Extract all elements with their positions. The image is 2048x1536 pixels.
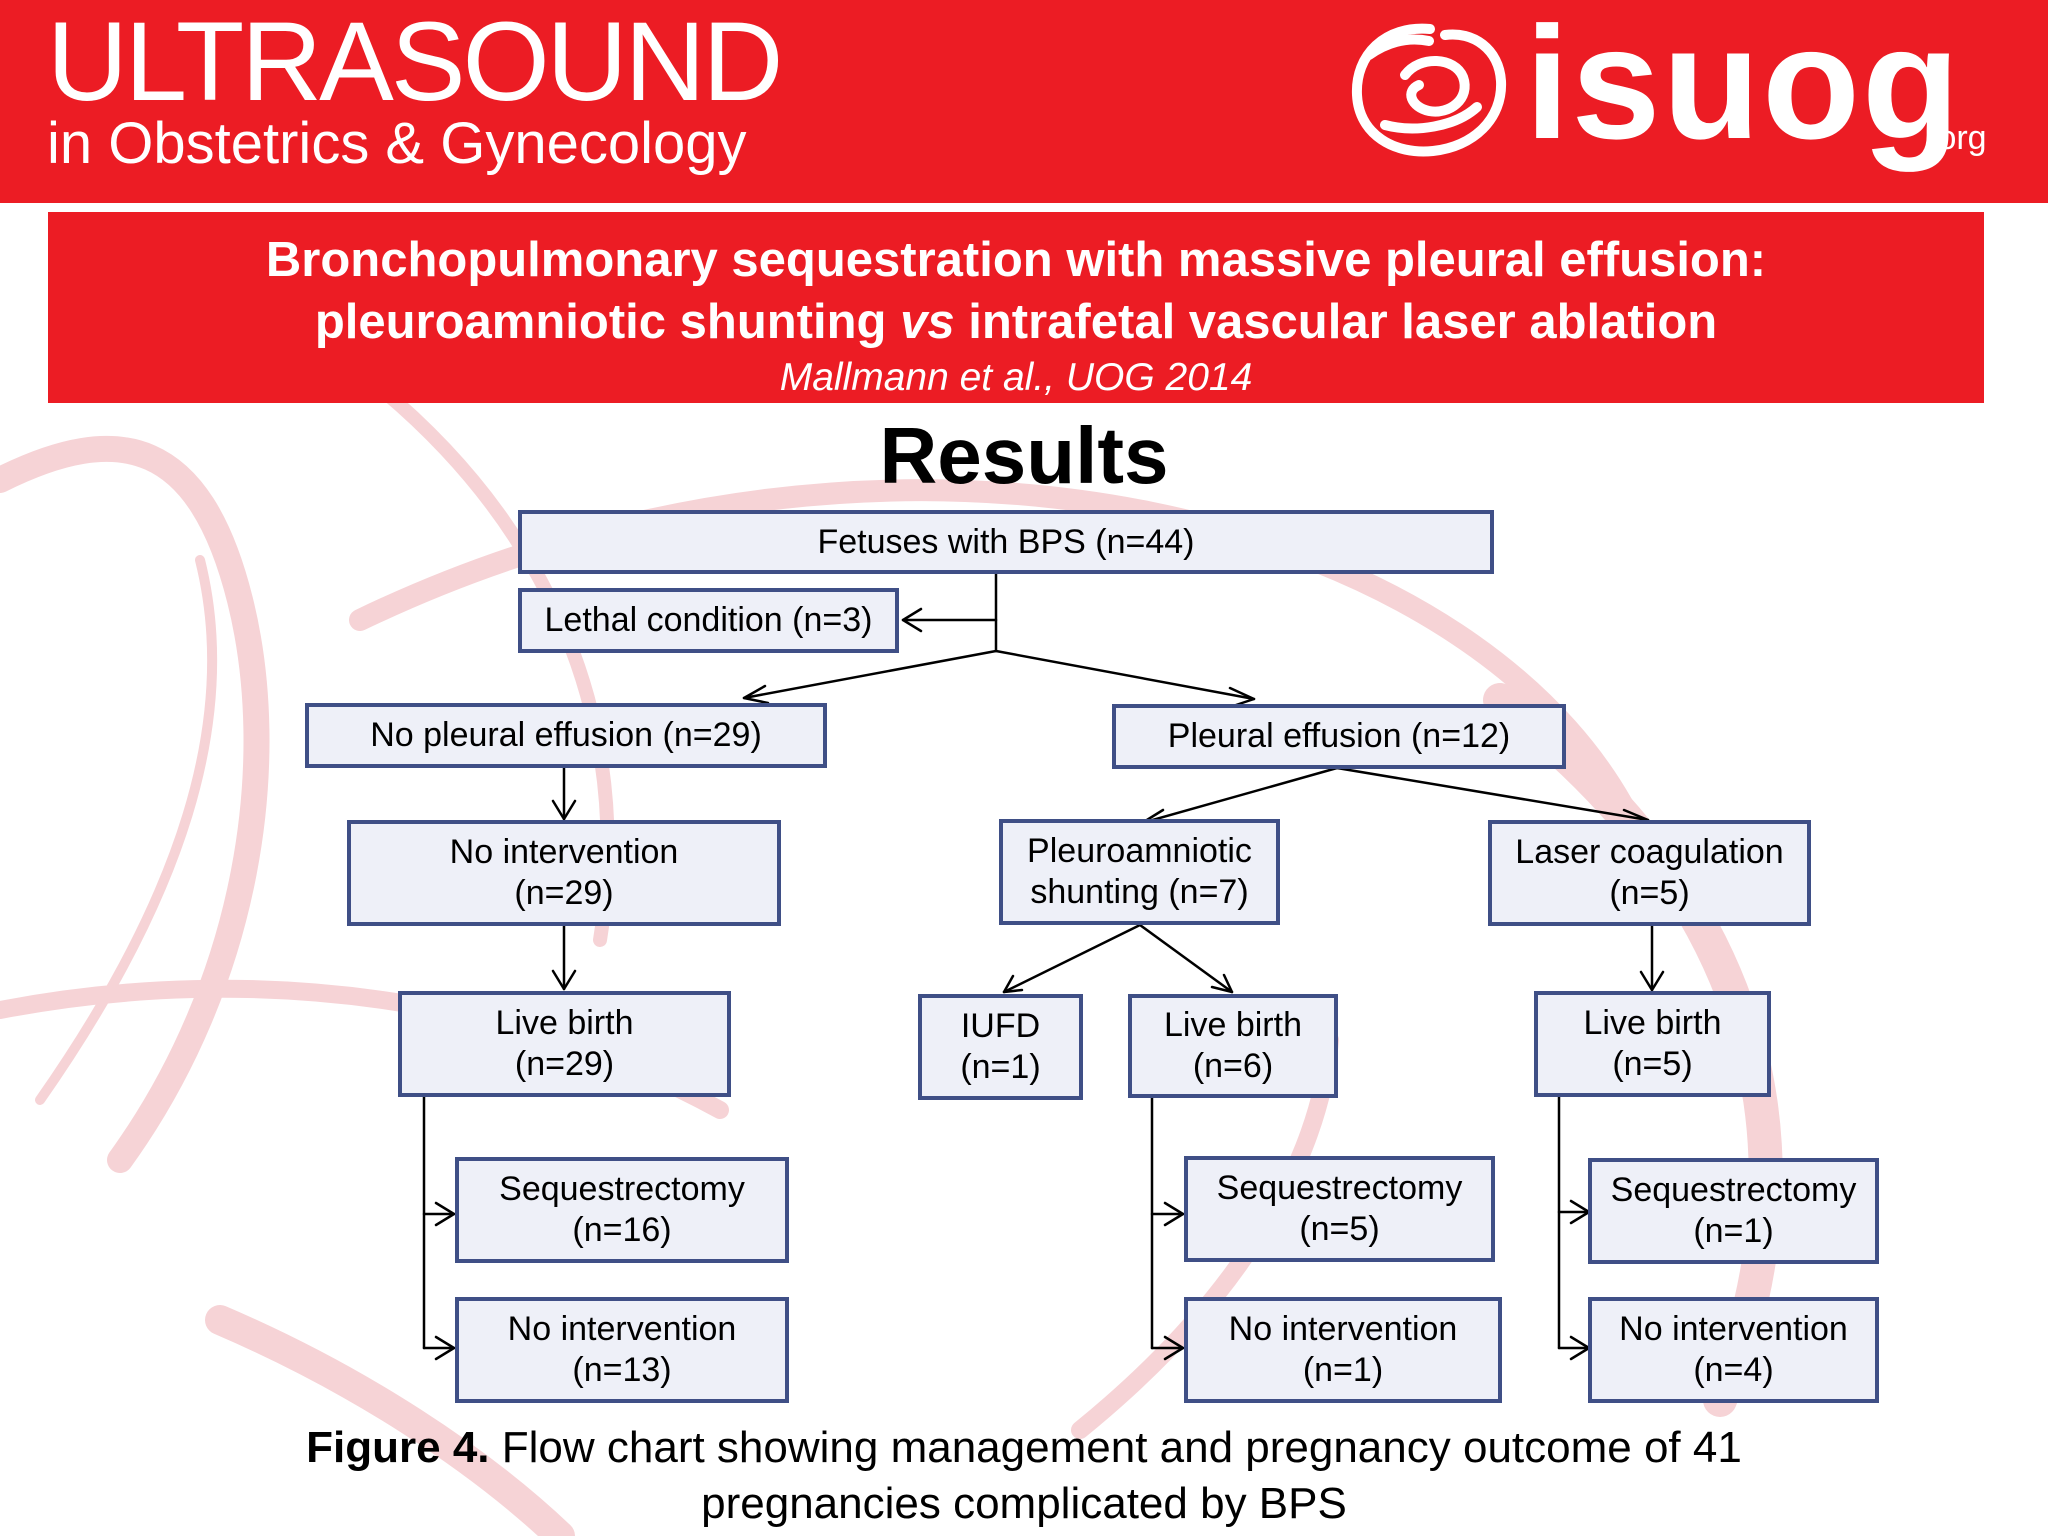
- article-citation: Mallmann et al., UOG 2014: [779, 356, 1253, 399]
- node-text-line: Fetuses with BPS (n=44): [817, 522, 1195, 561]
- node-text-line: (n=16): [572, 1211, 672, 1249]
- node-text-line: No intervention: [1619, 1310, 1848, 1348]
- results-heading: Results: [879, 411, 1169, 500]
- connector-effusion-to-laser: [1335, 766, 1650, 822]
- node-no-intervention-1: No intervention(n=1): [1184, 1297, 1502, 1403]
- connector-effusion-to-shunting: [1140, 766, 1339, 825]
- node-iufd: IUFD(n=1): [918, 994, 1083, 1100]
- figure-caption-line1: Figure 4. Flow chart showing management …: [0, 1420, 2048, 1476]
- connector-to-effusion: [994, 649, 1256, 701]
- connector-shunting-to-iufd: [1002, 923, 1142, 994]
- figure-caption-line2: pregnancies complicated by BPS: [0, 1476, 2048, 1532]
- article-title-banner: Bronchopulmonary sequestration with mass…: [48, 212, 1984, 403]
- node-sequestrectomy-16: Sequestrectomy(n=16): [455, 1157, 789, 1263]
- figure-caption-label: Figure 4.: [306, 1423, 490, 1472]
- node-text-line: Live birth: [495, 1004, 634, 1042]
- connector-shunting-to-live-birth-b: [1138, 923, 1234, 994]
- node-no-intervention-4: No intervention(n=4): [1588, 1297, 1879, 1403]
- arrowhead-noint-a: [434, 1335, 456, 1361]
- node-text-line: (n=1): [960, 1048, 1041, 1086]
- journal-header: ULTRASOUND in Obstetrics & Gynecology is…: [0, 0, 2048, 203]
- figure-caption: Figure 4. Flow chart showing management …: [0, 1420, 2048, 1532]
- node-no-intervention-13: No intervention(n=13): [455, 1297, 789, 1403]
- node-live-birth-29: Live birth(n=29): [398, 991, 731, 1097]
- node-text-line: (n=29): [514, 1045, 615, 1083]
- node-text-line: No intervention: [1228, 1310, 1458, 1348]
- arrowhead-lethal: [901, 607, 923, 633]
- node-sequestrectomy-1: Sequestrectomy(n=1): [1588, 1158, 1879, 1264]
- node-text-line: (n=13): [572, 1351, 672, 1389]
- journal-subtitle: in Obstetrics & Gynecology: [47, 111, 747, 176]
- node-live-birth-6: Live birth(n=6): [1128, 994, 1338, 1098]
- node-text-line: (n=6): [1192, 1047, 1274, 1085]
- node-no-pleural-effusion: No pleural effusion (n=29): [305, 703, 827, 768]
- connector-to-no-effusion: [742, 649, 998, 700]
- node-text-line: (n=5): [1612, 1045, 1693, 1083]
- node-text-line: Sequestrectomy: [1610, 1171, 1857, 1209]
- node-live-birth-5: Live birth(n=5): [1534, 991, 1771, 1097]
- node-text-line: Sequestrectomy: [1216, 1169, 1463, 1207]
- node-text-line: (n=1): [1302, 1351, 1384, 1389]
- node-fetuses-bps: Fetuses with BPS (n=44): [518, 510, 1494, 574]
- arrowhead-live-birth-b: [1210, 973, 1234, 994]
- node-text-line: shunting (n=7): [1030, 873, 1249, 911]
- node-text-line: No intervention: [449, 833, 679, 871]
- node-text-line: (n=4): [1693, 1351, 1774, 1389]
- node-pleural-effusion: Pleural effusion (n=12): [1112, 704, 1566, 769]
- node-no-intervention-29: No intervention(n=29): [347, 820, 781, 926]
- node-text-line: Live birth: [1164, 1006, 1302, 1044]
- node-text-line: No intervention: [507, 1310, 737, 1348]
- article-title-line2: pleuroamniotic shunting vs intrafetal va…: [48, 292, 1984, 352]
- article-title-part-b: intrafetal vascular laser ablation: [968, 295, 1718, 349]
- article-title-vs: vs: [900, 295, 955, 349]
- node-text-line: Lethal condition (n=3): [544, 601, 873, 639]
- node-lethal-condition: Lethal condition (n=3): [518, 588, 899, 653]
- node-text-line: Pleural effusion (n=12): [1167, 717, 1511, 755]
- node-text-line: IUFD: [960, 1007, 1041, 1045]
- node-text-line: (n=1): [1693, 1212, 1774, 1250]
- journal-title: ULTRASOUND: [47, 0, 783, 124]
- arrowhead-live-birth-a: [551, 969, 577, 991]
- node-text-line: No pleural effusion (n=29): [370, 716, 762, 754]
- arrowhead-seq-a: [434, 1201, 456, 1227]
- arrowhead-noint-b: [1163, 1335, 1185, 1361]
- isuog-logo-icon: [1351, 23, 1507, 157]
- node-text-line: Sequestrectomy: [499, 1170, 745, 1208]
- arrowhead-effusion: [1228, 686, 1256, 708]
- isuog-logo-suffix: .org: [1928, 119, 1987, 157]
- article-title-line1: Bronchopulmonary sequestration with mass…: [265, 233, 1767, 287]
- arrowhead-no-intervention-a: [551, 799, 577, 821]
- node-text-line: Pleuroamniotic: [1027, 832, 1252, 870]
- arrowhead-iufd: [1002, 974, 1024, 994]
- node-sequestrectomy-5: Sequestrectomy(n=5): [1184, 1156, 1495, 1262]
- node-laser-coagulation: Laser coagulation(n=5): [1488, 820, 1811, 926]
- node-text-line: Live birth: [1583, 1004, 1722, 1042]
- node-text-line: (n=5): [1299, 1210, 1380, 1248]
- figure-caption-text1: Flow chart showing management and pregna…: [501, 1423, 1742, 1472]
- arrowhead-live-birth-c: [1639, 970, 1665, 992]
- isuog-logo-text: isuog: [1525, 0, 1962, 172]
- arrowhead-seq-b: [1163, 1201, 1185, 1227]
- node-text-line: Laser coagulation: [1515, 833, 1784, 871]
- node-text-line: (n=5): [1609, 874, 1690, 912]
- figure-caption-text2: pregnancies complicated by BPS: [701, 1479, 1347, 1528]
- node-text-line: (n=29): [514, 874, 614, 912]
- article-title-part-a: pleuroamniotic shunting: [314, 295, 887, 349]
- arrowhead-no-effusion: [742, 684, 770, 705]
